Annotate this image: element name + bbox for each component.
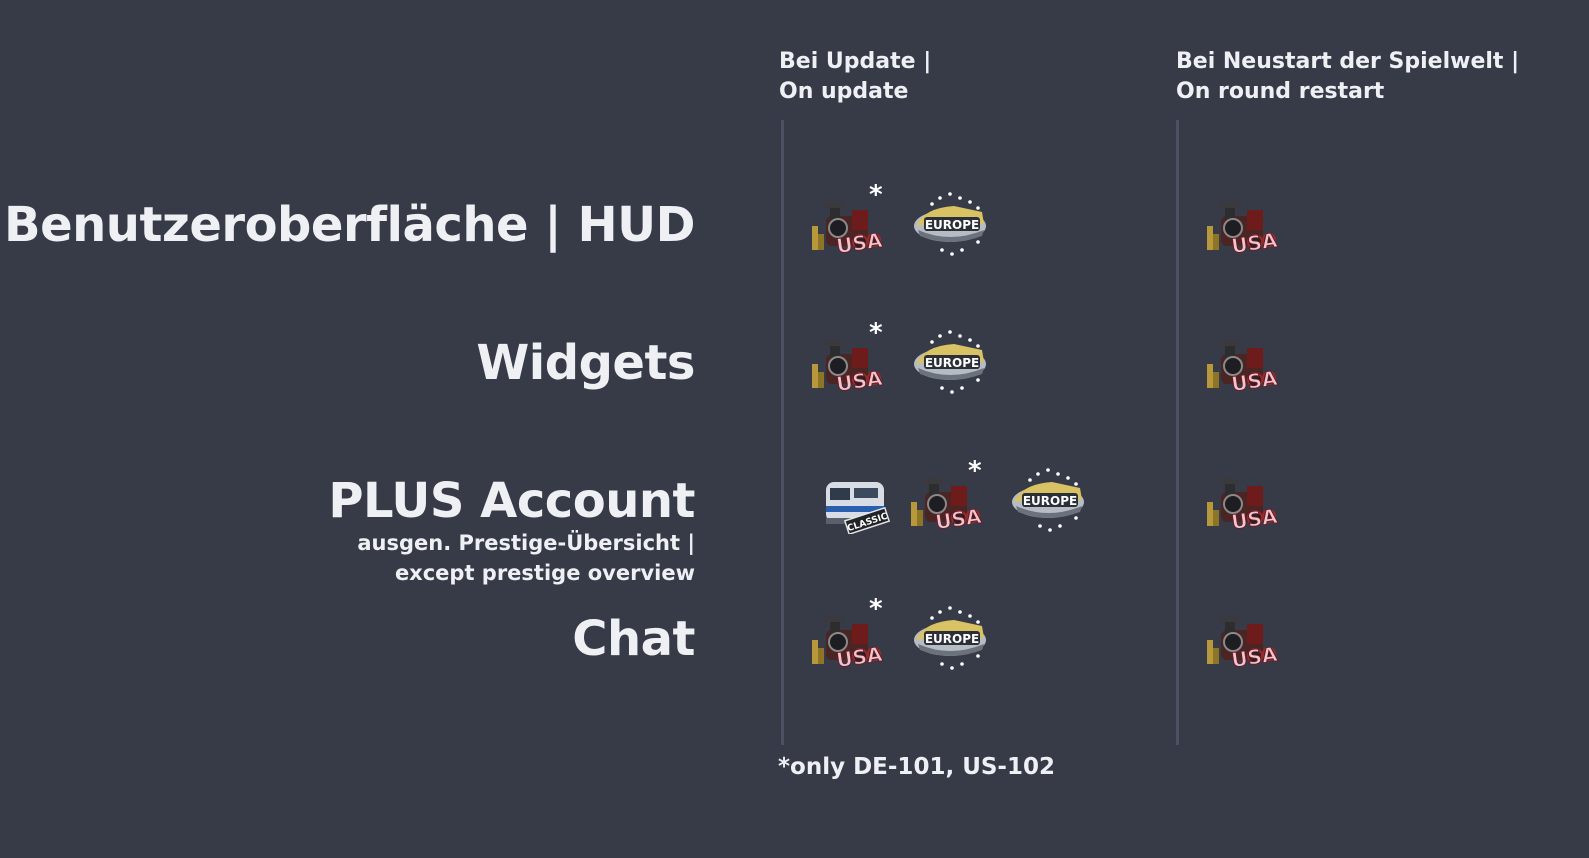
row-label-plus-note2: except prestige overview: [394, 561, 695, 585]
column-header-update: Bei Update | On update: [779, 47, 931, 107]
footnote: *only DE-101, US-102: [778, 754, 1055, 780]
usa-server-icon: [1206, 201, 1281, 256]
divider-update: [781, 120, 784, 745]
europe-server-icon: [914, 192, 986, 256]
usa-server-icon: [1206, 477, 1281, 532]
usa-server-icon: [1206, 615, 1281, 670]
usa-server-icon: [1206, 339, 1281, 394]
asterisk-marker: *: [869, 318, 883, 348]
row-label-widgets: Widgets: [476, 335, 695, 391]
row-label-hud: Benutzeroberfläche | HUD: [3, 197, 696, 253]
row-label-plus-note1: ausgen. Prestige-Übersicht |: [357, 531, 695, 555]
column-header-update-line2: On update: [779, 79, 909, 104]
asterisk-marker: *: [869, 594, 883, 624]
column-header-update-line1: Bei Update |: [779, 49, 932, 74]
row-label-plus-title: PLUS Account: [328, 473, 695, 529]
column-header-restart: Bei Neustart der Spielwelt | On round re…: [1176, 47, 1519, 107]
column-header-restart-line2: On round restart: [1176, 79, 1385, 104]
europe-server-icon: [1012, 468, 1084, 532]
classic-server-icon: [825, 481, 891, 534]
divider-restart: [1176, 120, 1179, 745]
row-label-plus: PLUS Account ausgen. Prestige-Übersicht …: [328, 474, 695, 588]
row-label-chat: Chat: [572, 611, 695, 667]
asterisk-marker: *: [869, 180, 883, 210]
asterisk-marker: *: [968, 456, 982, 486]
column-header-restart-line1: Bei Neustart der Spielwelt |: [1176, 49, 1520, 74]
europe-server-icon: [914, 606, 986, 670]
europe-server-icon: [914, 330, 986, 394]
